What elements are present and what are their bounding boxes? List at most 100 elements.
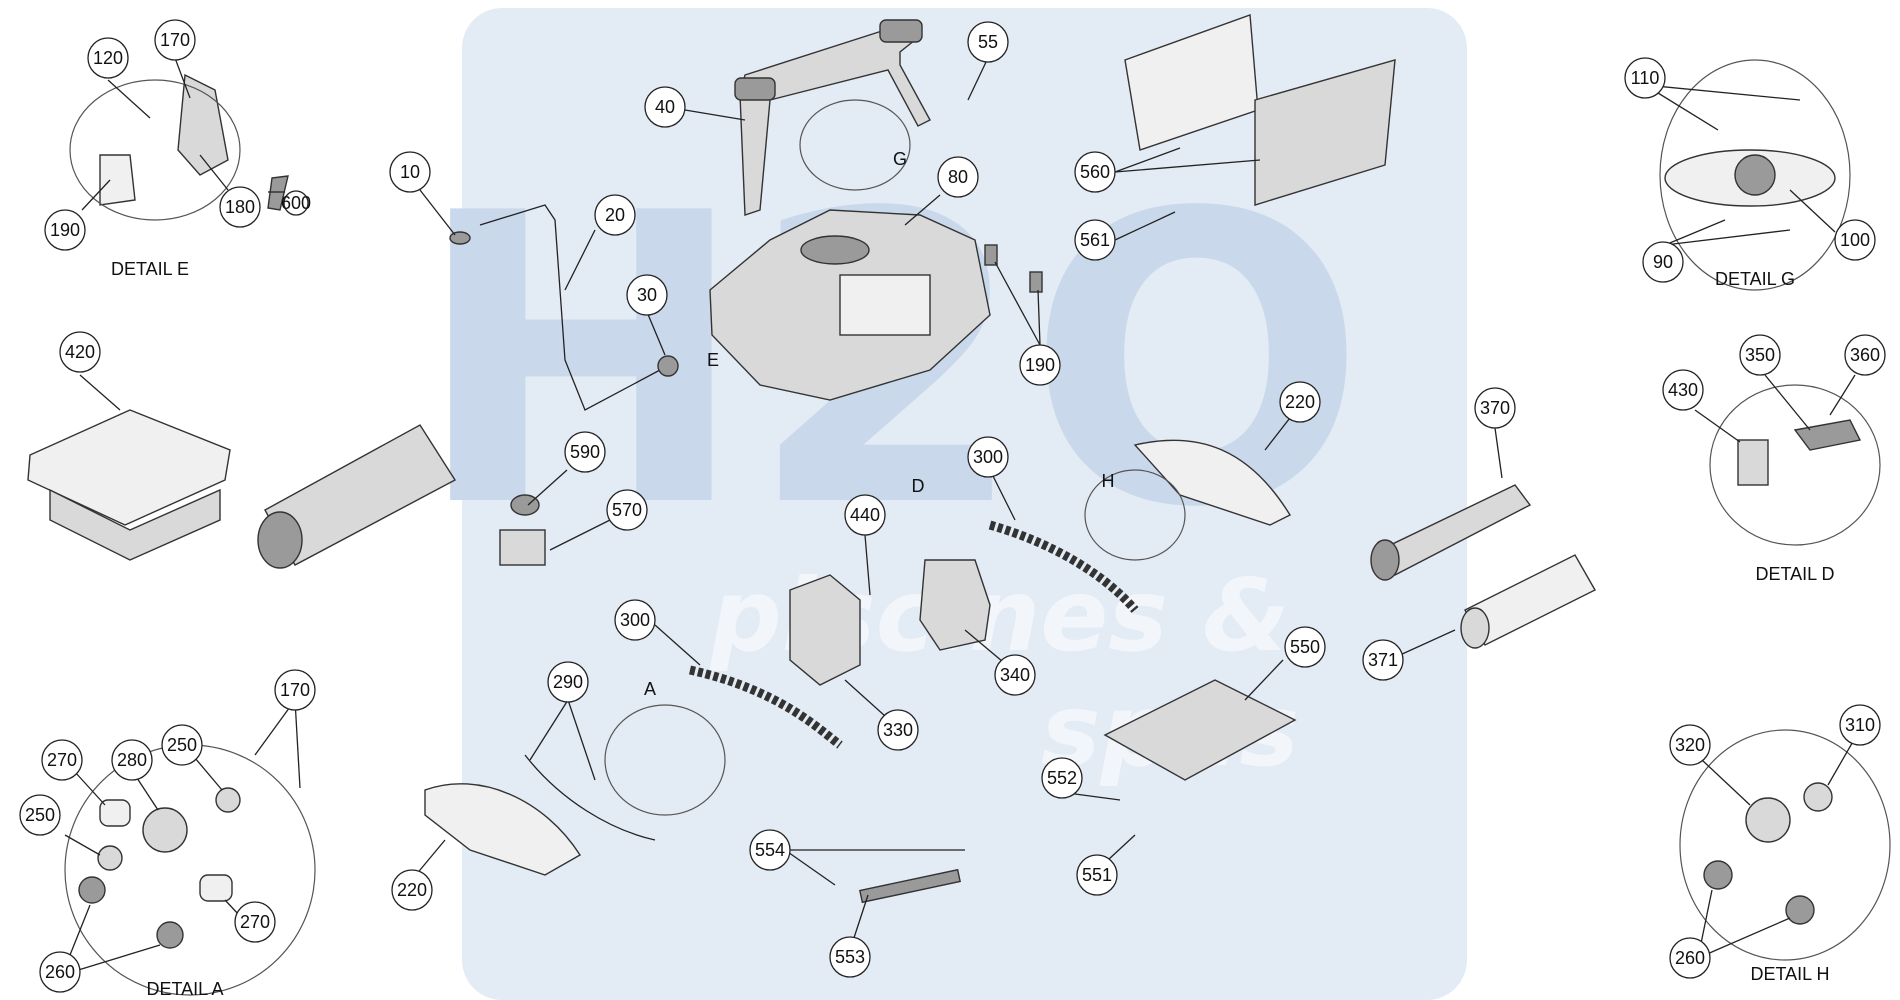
detail-a-gear	[142, 807, 188, 853]
svg-text:290: 290	[553, 672, 583, 692]
svg-text:300: 300	[620, 610, 650, 630]
callout-300-left: 300	[614, 599, 656, 641]
svg-text:310: 310	[1845, 715, 1875, 735]
svg-text:590: 590	[570, 442, 600, 462]
leader-90a	[1664, 219, 1726, 246]
callout-180: 180	[219, 186, 261, 228]
leader-250a	[194, 757, 223, 791]
pump-part	[919, 559, 991, 651]
leader-550	[1244, 659, 1284, 701]
callout-590: 590	[564, 431, 606, 473]
callout-40: 40	[644, 86, 686, 128]
detail-a-bushing-3	[156, 921, 184, 949]
svg-text:260: 260	[1675, 948, 1705, 968]
callout-260-detail-h: 260	[1669, 937, 1711, 979]
connector-part	[499, 529, 546, 566]
gear-part	[657, 355, 679, 377]
belt-part	[524, 754, 656, 841]
detail-a-roller-1	[99, 799, 131, 827]
detail-d-caption: DETAIL D	[1755, 564, 1834, 584]
svg-text:190: 190	[1025, 355, 1055, 375]
svg-text:170: 170	[160, 30, 190, 50]
svg-text:100: 100	[1840, 230, 1870, 250]
svg-text:110: 110	[1631, 68, 1660, 88]
leader-560a	[1114, 147, 1181, 173]
base-plate-part	[1103, 679, 1297, 781]
side-panel-front	[1254, 59, 1396, 206]
svg-text:30: 30	[637, 285, 657, 305]
callout-10: 10	[389, 151, 431, 193]
detail-e-marker-letter: E	[707, 350, 719, 370]
detail-e-ring	[69, 79, 241, 221]
detail-e-bracket	[177, 73, 229, 176]
callout-190-detail-e: 190	[44, 209, 86, 251]
power-supply-part	[27, 409, 231, 526]
body-window	[839, 274, 931, 336]
side-plate-bottom	[424, 783, 581, 876]
svg-text:250: 250	[25, 805, 55, 825]
leader-80	[904, 194, 941, 226]
callout-250-left: 250	[19, 794, 61, 836]
leader-20	[564, 229, 596, 291]
callout-100: 100	[1834, 219, 1876, 261]
detail-h-ring	[1679, 729, 1891, 961]
callout-30: 30	[626, 274, 668, 316]
detail-d-pipe	[1737, 439, 1769, 486]
svg-text:552: 552	[1047, 768, 1077, 788]
leader-440	[864, 534, 871, 596]
svg-text:340: 340	[1000, 665, 1030, 685]
detail-a-caption: DETAIL A	[146, 979, 223, 999]
detail-g-hub	[1734, 154, 1776, 196]
bracket-part	[510, 494, 540, 516]
callout-570: 570	[606, 489, 648, 531]
callout-554: 554	[749, 829, 791, 871]
clip-part-2	[1029, 271, 1043, 293]
svg-text:350: 350	[1745, 345, 1775, 365]
detail-a-roller-2	[199, 874, 233, 902]
detail-h-marker-letter: H	[1102, 471, 1115, 491]
leader-300a	[989, 469, 1016, 521]
detail-g-marker-ring	[799, 99, 911, 191]
svg-text:371: 371	[1368, 650, 1398, 670]
callout-290: 290	[547, 661, 589, 703]
svg-text:180: 180	[225, 197, 255, 217]
callout-550: 550	[1284, 626, 1326, 668]
body-top-opening	[800, 235, 870, 265]
callout-20: 20	[594, 194, 636, 236]
callout-220-right: 220	[1279, 381, 1321, 423]
leader-310	[1827, 737, 1856, 786]
callout-551: 551	[1076, 854, 1118, 896]
svg-text:90: 90	[1653, 252, 1673, 272]
detail-h-marker-ring	[1084, 469, 1186, 561]
callout-560: 560	[1074, 151, 1116, 193]
svg-text:550: 550	[1290, 637, 1320, 657]
svg-text:220: 220	[397, 880, 427, 900]
detail-h-bushing-1	[1703, 860, 1733, 890]
leader-554b	[784, 849, 836, 886]
detail-a-bushing-1	[97, 845, 123, 871]
callout-310: 310	[1839, 704, 1881, 746]
svg-text:190: 190	[50, 220, 80, 240]
detail-a-ring	[64, 744, 316, 996]
callout-350: 350	[1739, 334, 1781, 376]
leader-570	[549, 519, 611, 551]
detail-h-bushing-2	[1785, 895, 1815, 925]
callout-360: 360	[1844, 334, 1886, 376]
leader-560b	[1114, 159, 1261, 173]
leader-30	[646, 311, 666, 356]
leader-300b	[654, 624, 701, 666]
leader-430	[1694, 409, 1741, 443]
roller-right-end	[1370, 539, 1400, 581]
motor-unit-part	[789, 574, 861, 686]
svg-text:170: 170	[280, 680, 310, 700]
leader-590	[527, 469, 568, 506]
leader-250b	[64, 834, 101, 856]
detail-h-wheel	[1745, 797, 1791, 843]
svg-text:55: 55	[978, 32, 998, 52]
svg-text:570: 570	[612, 500, 642, 520]
svg-text:430: 430	[1668, 380, 1698, 400]
leader-190b	[1037, 289, 1041, 346]
callout-371: 371	[1362, 639, 1404, 681]
detail-a-marker-ring	[604, 704, 726, 816]
leader-350	[1764, 374, 1811, 431]
